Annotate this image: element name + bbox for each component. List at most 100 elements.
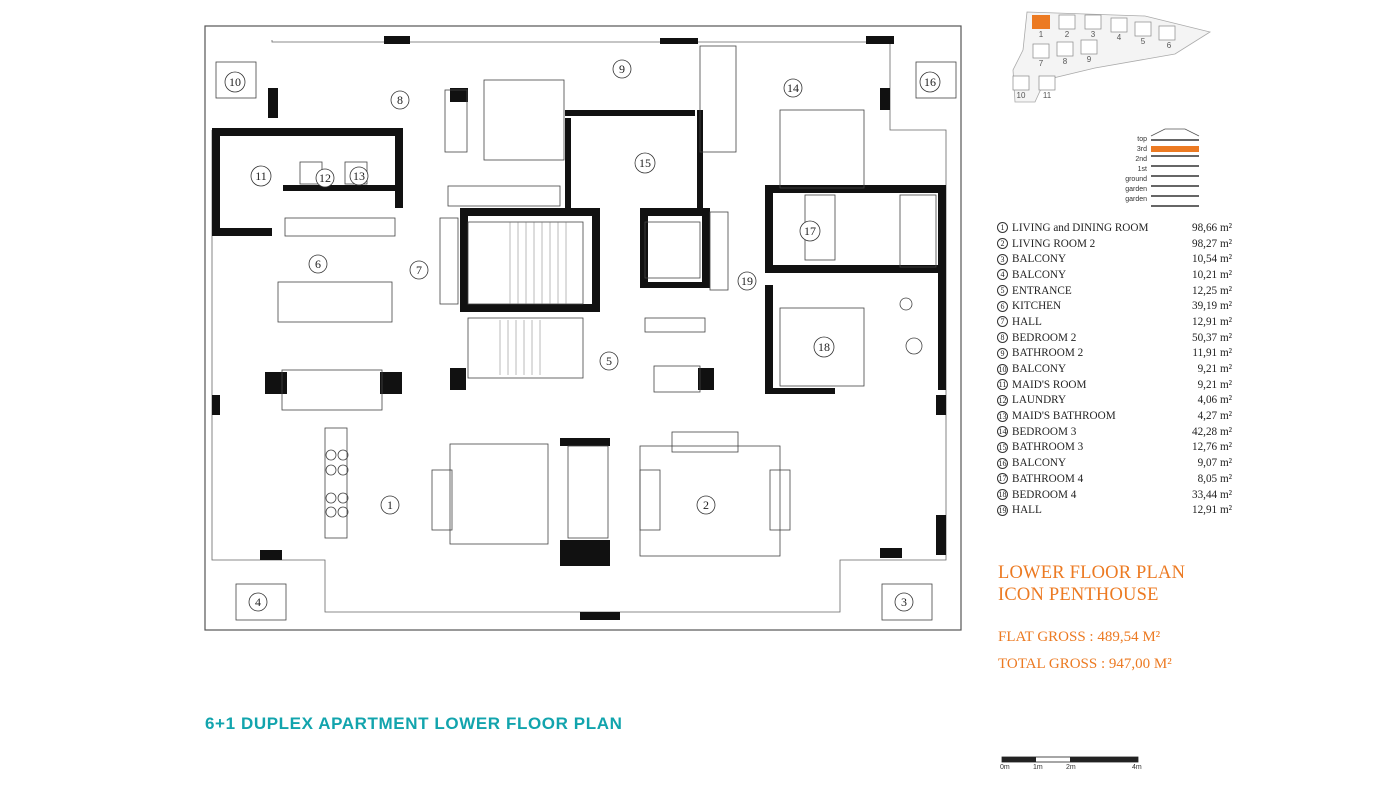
dining-chairs — [325, 297, 923, 518]
legend-room-area: 12,25 m² — [1191, 284, 1232, 297]
legend-room-area: 4,06 m² — [1197, 394, 1232, 407]
scale-label: 4m — [1132, 764, 1142, 771]
scale-bar-graphic — [1001, 756, 1139, 763]
legend-number: 10 — [997, 363, 1008, 375]
legend-room-area: 9,21 m² — [1197, 363, 1232, 376]
plan-titles: LOWER FLOOR PLAN ICON PENTHOUSE FLAT GRO… — [998, 562, 1185, 678]
room-label: 8 — [390, 90, 410, 110]
legend-room-name: MAID'S BATHROOM — [1012, 410, 1116, 423]
room-label: 15 — [634, 152, 656, 174]
level-diagram — [1150, 128, 1200, 207]
legend-item: 1 LIVING and DINING ROOM 98,66 m² — [997, 220, 1232, 236]
legend-room-name: LIVING and DINING ROOM — [1012, 221, 1149, 234]
legend-item: 11 MAID'S ROOM 9,21 m² — [997, 377, 1232, 393]
legend-room-area: 11,91 m² — [1192, 347, 1232, 360]
flat-gross: FLAT GROSS : 489,54 M² — [998, 629, 1161, 645]
legend-room-area: 33,44 m² — [1191, 488, 1232, 501]
legend-item: 13 MAID'S BATHROOM 4,27 m² — [997, 408, 1232, 424]
walls — [212, 36, 946, 620]
site-unit-label: 7 — [1039, 59, 1044, 68]
svg-text:7: 7 — [416, 263, 422, 277]
legend-room-name: MAID'S ROOM — [1012, 378, 1087, 391]
svg-text:3: 3 — [901, 595, 907, 609]
legend-number: 9 — [997, 347, 1008, 359]
legend-number: 15 — [997, 441, 1008, 453]
room-label: 5 — [599, 351, 619, 371]
legend-number: 12 — [997, 394, 1008, 406]
svg-text:2: 2 — [703, 498, 709, 512]
legend-item: 4 BALCONY 10,21 m² — [997, 267, 1232, 283]
legend-room-name: BATHROOM 4 — [1012, 472, 1084, 485]
svg-text:13: 13 — [353, 169, 365, 183]
legend-room-area: 4,27 m² — [1197, 410, 1232, 423]
room-label: 4 — [248, 592, 268, 612]
svg-text:1: 1 — [387, 498, 393, 512]
project-title: ICON PENTHOUSE — [998, 585, 1159, 605]
legend-room-name: BATHROOM 3 — [1012, 441, 1084, 454]
level-label: 3rd — [1136, 146, 1147, 153]
scale-label: 0m — [1000, 764, 1010, 771]
legend-room-name: BALCONY — [1012, 363, 1067, 376]
svg-text:8: 8 — [397, 93, 403, 107]
furniture — [215, 45, 957, 621]
site-unit-label: 8 — [1063, 57, 1068, 66]
level-label: 2nd — [1135, 156, 1147, 163]
room-label: 16 — [919, 71, 941, 93]
legend-number: 3 — [997, 253, 1008, 265]
legend-room-area: 10,54 m² — [1191, 253, 1232, 266]
legend-number: 1 — [997, 222, 1008, 234]
room-legend: 1 LIVING and DINING ROOM 98,66 m² 2 LIVING … — [997, 220, 1232, 518]
legend-room-area: 98,66 m² — [1191, 221, 1232, 234]
legend-number: 19 — [997, 504, 1008, 516]
site-unit-label: 3 — [1091, 30, 1096, 39]
room-labels: 1 2 3 4 5 6 7 8 9 10 11 12 13 14 15 16 1… — [224, 59, 941, 612]
legend-number: 2 — [997, 238, 1008, 250]
site-unit-label: 5 — [1141, 37, 1146, 46]
room-label: 14 — [783, 78, 803, 98]
legend-room-area: 39,19 m² — [1191, 300, 1232, 313]
legend-room-area: 12,76 m² — [1191, 441, 1232, 454]
site-unit-label: 2 — [1065, 30, 1070, 39]
room-label: 9 — [612, 59, 632, 79]
legend-room-name: BALCONY — [1012, 253, 1067, 266]
legend-room-area: 42,28 m² — [1191, 425, 1232, 438]
legend-room-name: KITCHEN — [1012, 300, 1062, 313]
legend-item: 15 BATHROOM 3 12,76 m² — [997, 440, 1232, 456]
legend-room-name: ENTRANCE — [1012, 284, 1072, 297]
plan-title: LOWER FLOOR PLAN — [998, 563, 1186, 583]
svg-text:17: 17 — [804, 224, 816, 238]
level-label: garden — [1125, 196, 1147, 203]
legend-room-area: 8,05 m² — [1197, 472, 1232, 485]
svg-text:18: 18 — [818, 340, 830, 354]
terrace-line — [211, 40, 947, 613]
svg-text:11: 11 — [255, 169, 267, 183]
legend-room-name: HALL — [1012, 504, 1042, 517]
page-heading: 6+1 DUPLEX APARTMENT LOWER FLOOR PLAN — [205, 714, 623, 733]
legend-number: 13 — [997, 410, 1008, 422]
room-label: 6 — [308, 254, 328, 274]
legend-number: 11 — [997, 379, 1008, 391]
legend-number: 4 — [997, 269, 1008, 281]
legend-room-name: BEDROOM 4 — [1012, 488, 1077, 501]
legend-room-name: LIVING ROOM 2 — [1012, 237, 1096, 250]
legend-room-name: BALCONY — [1012, 268, 1067, 281]
room-label: 19 — [737, 271, 757, 291]
legend-room-area: 10,21 m² — [1191, 268, 1232, 281]
room-label: 12 — [315, 168, 335, 188]
site-unit-label: 11 — [1043, 91, 1052, 100]
room-label: 10 — [224, 71, 246, 93]
svg-text:15: 15 — [639, 156, 651, 170]
site-unit-label: 10 — [1017, 91, 1026, 100]
scale-label: 1m — [1033, 764, 1043, 771]
legend-room-area: 9,21 m² — [1197, 378, 1232, 391]
site-unit-selected — [1032, 15, 1050, 29]
